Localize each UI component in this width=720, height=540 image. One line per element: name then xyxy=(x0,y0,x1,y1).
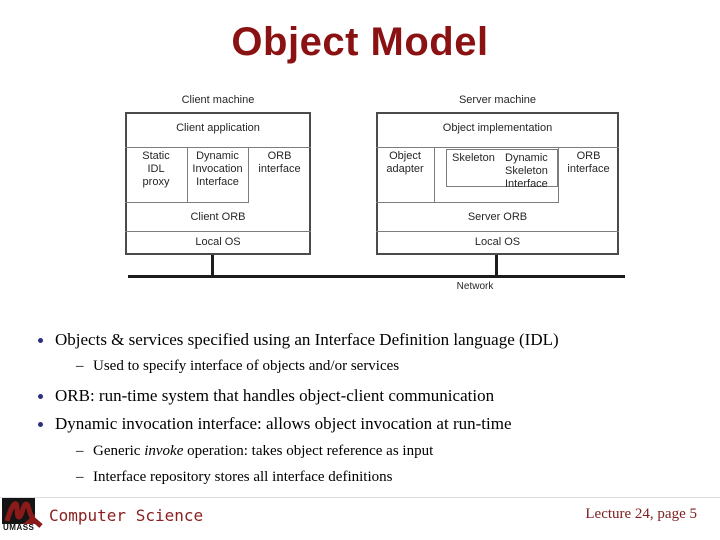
dynamic-invocation-interface-cell: Dynamic Invocation Interface xyxy=(192,150,243,188)
umass-logo-label: UMASS xyxy=(3,523,35,532)
client-application-cell: Client application xyxy=(176,122,260,134)
server-os-divider xyxy=(376,231,619,232)
bullet-text: Dynamic invocation interface: allows obj… xyxy=(55,414,512,433)
department-label: Computer Science xyxy=(49,506,204,525)
server-orb-interface-cell: ORB interface xyxy=(567,150,610,175)
sub-bullet-text: Interface repository stores all interfac… xyxy=(93,469,393,485)
server-app-divider xyxy=(376,147,619,148)
static-idl-proxy-cell: Static IDL proxy xyxy=(142,150,170,188)
bullet-text: Objects & services specified using an In… xyxy=(55,330,559,349)
bullet-text: ORB: run-time system that handles object… xyxy=(55,386,495,405)
sub-bullet-dash-icon: – xyxy=(76,469,84,485)
network-line xyxy=(128,275,625,278)
page-title: Object Model xyxy=(231,20,489,64)
sub-bullet-item: – Interface repository stores all interf… xyxy=(0,469,720,495)
sub-bullet-text: Used to specify interface of objects and… xyxy=(93,358,400,374)
bullet-item: ORB: run-time system that handles object… xyxy=(0,386,720,412)
sub-bullet-dash-icon: – xyxy=(76,358,84,374)
client-orb-cell: Client ORB xyxy=(190,211,246,223)
client-os-divider xyxy=(125,231,311,232)
bullet-dot-icon xyxy=(38,422,43,427)
umass-logo-icon xyxy=(2,498,43,528)
skeleton-cell: Skeleton xyxy=(452,152,495,164)
sub-bullet-dash-icon: – xyxy=(76,443,84,459)
bullet-item: Dynamic invocation interface: allows obj… xyxy=(0,414,720,440)
server-cells-bottom-line xyxy=(376,202,559,203)
object-implementation-cell: Object implementation xyxy=(442,122,553,134)
object-adapter-cell: Object adapter xyxy=(386,150,424,175)
sub-bullet-item: – Generic invoke operation: takes object… xyxy=(0,443,720,469)
server-cell-divider-2 xyxy=(558,147,559,202)
bullet-item: Objects & services specified using an In… xyxy=(0,330,720,356)
server-cell-divider-1 xyxy=(434,147,435,202)
client-local-os-cell: Local OS xyxy=(195,236,241,248)
sub-bullet-item: – Used to specify interface of objects a… xyxy=(0,358,720,384)
lecture-page-label: Lecture 24, page 5 xyxy=(585,506,697,522)
server-machine-label: Server machine xyxy=(458,94,537,106)
server-orb-cell: Server ORB xyxy=(467,211,528,223)
bullet-dot-icon xyxy=(38,338,43,343)
umass-logo xyxy=(2,498,50,536)
bullet-dot-icon xyxy=(38,394,43,399)
sub-bullet-text: Generic invoke operation: takes object r… xyxy=(93,443,434,459)
client-cell-divider-1 xyxy=(187,147,188,202)
footer-divider xyxy=(0,497,720,498)
server-local-os-cell: Local OS xyxy=(474,236,521,248)
dynamic-skeleton-interface-cell: Dynamic Skeleton Interface xyxy=(505,152,548,190)
client-cells-bottom-line xyxy=(125,202,249,203)
client-machine-label: Client machine xyxy=(181,94,255,106)
network-label: Network xyxy=(456,281,494,292)
client-cell-divider-2 xyxy=(248,147,249,202)
client-network-stub xyxy=(211,255,214,275)
client-app-divider xyxy=(125,147,311,148)
skeleton-box xyxy=(446,149,558,187)
server-network-stub xyxy=(495,255,498,275)
client-orb-interface-cell: ORB interface xyxy=(258,150,301,175)
